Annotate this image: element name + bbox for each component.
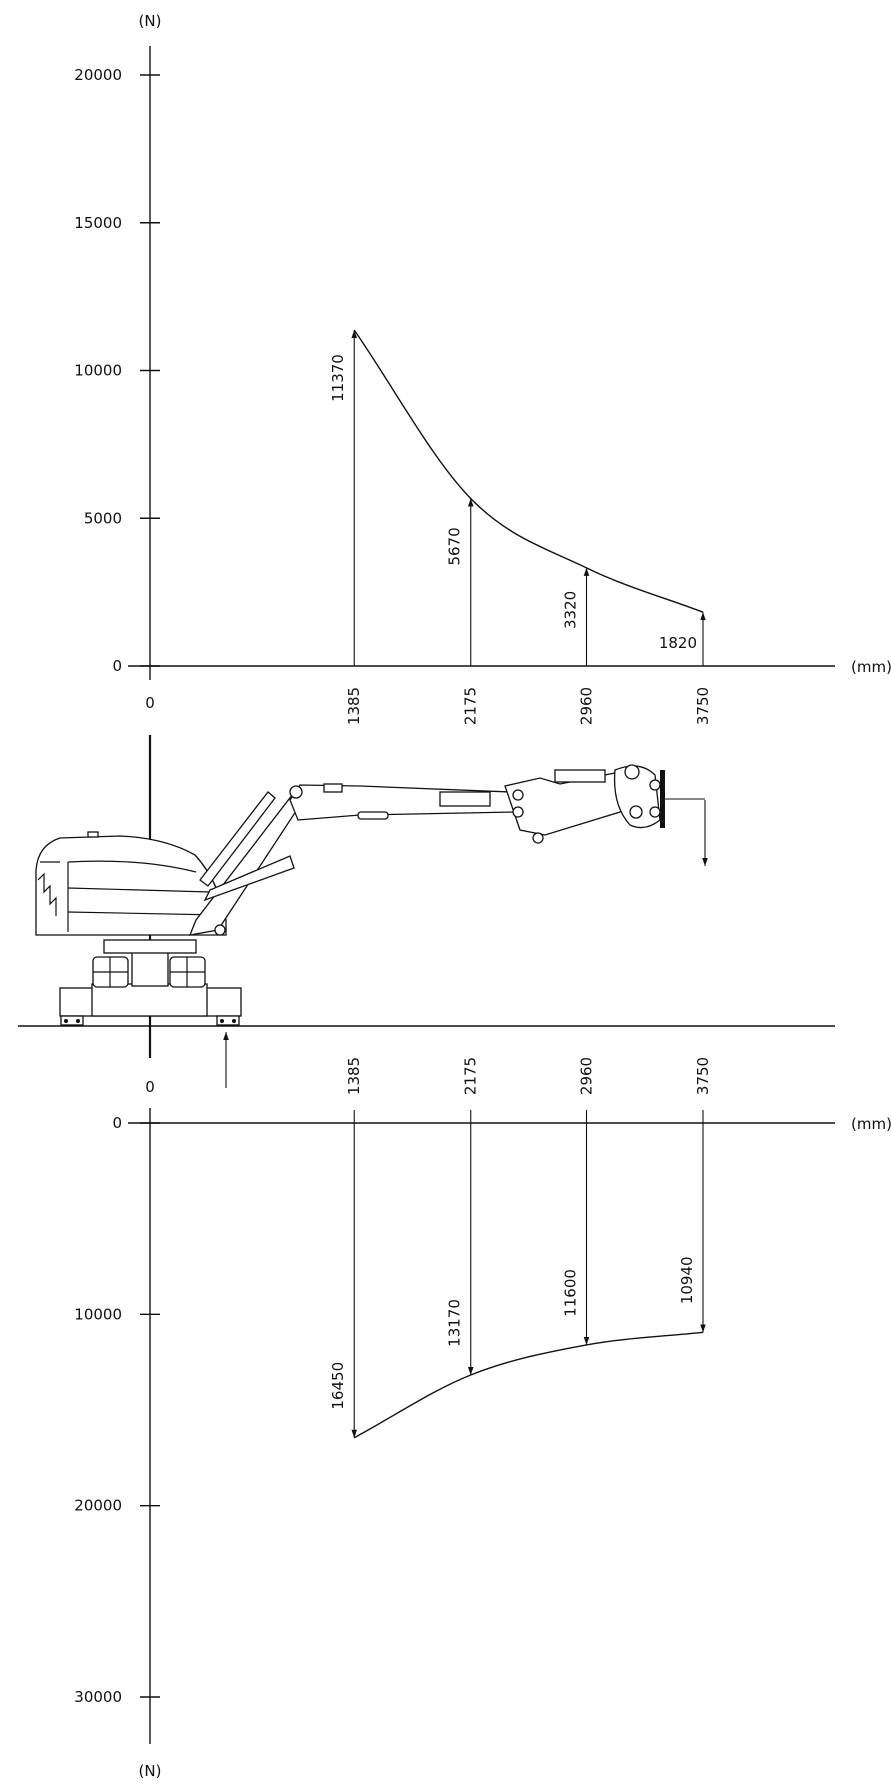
top-chart-marks: 0 5000 10000 15000 20000 1385 2175 2960 3750 1137… [74,66,712,725]
y-tick-label: 10000 [74,1305,122,1323]
undercarriage [59,939,242,1026]
x-tick-label: 2175 [462,687,480,725]
series-curve [353,329,704,613]
tool-cylinder [554,769,606,783]
y-tick-label: 15000 [74,214,122,232]
value-label: 16450 [329,1362,347,1410]
top-chart: (N) (mm) 0 0 5000 10000 15000 20000 1385 2175 2… [74,12,891,725]
arm-cylinder [439,791,491,807]
boom-pivot [289,785,303,799]
y-tick-label: 30000 [74,1688,122,1706]
bottom-x-unit-label: (mm) [851,1115,891,1133]
tool-plate [660,770,665,828]
x-tick-label: 2960 [578,1057,596,1095]
left-outrigger-foot [60,1015,84,1026]
y-tick-label: 5000 [84,509,122,527]
y-tick-label: 20000 [74,1497,122,1515]
top-y-unit-label: (N) [139,12,162,30]
slewing-ring [103,939,197,954]
boom-slot [357,811,389,820]
value-label: 11370 [329,354,347,402]
x-tick-label: 2175 [462,1057,480,1095]
y-tick-label: 0 [112,657,122,675]
x-tick-label: 1385 [345,1057,363,1095]
value-label: 1820 [659,634,697,652]
bottom-chart-marks: 0 10000 20000 30000 1385 2175 2960 3750 16450 131… [74,1057,712,1706]
lift-cylinder [199,791,276,887]
machine-drawing [18,735,835,1088]
slewing-column [131,951,169,987]
boom-arm [188,769,641,936]
x-tick-label: 1385 [345,687,363,725]
boom-bracket [323,783,343,793]
roof-cap [87,831,99,838]
right-outrigger-foot [216,1015,240,1026]
value-label: 10940 [678,1256,696,1304]
bottom-y-unit-label: (N) [139,1762,162,1780]
breaker-head [613,765,661,829]
x-tick-label: 2960 [578,687,596,725]
value-label: 11600 [562,1269,580,1317]
y-tick-label: 20000 [74,66,122,84]
x-tick-label: 3750 [694,687,712,725]
value-label: 3320 [562,591,580,629]
track-frame [91,983,208,1017]
x-tick-label: 3750 [694,1057,712,1095]
top-x-origin-label: 0 [145,694,155,712]
tool-head [613,764,705,829]
base-pivot [214,924,226,936]
value-label: 13170 [446,1299,464,1347]
y-tick-label: 10000 [74,362,122,380]
top-x-unit-label: (mm) [851,658,891,676]
bottom-x-origin-label: 0 [145,1078,155,1096]
machine-body [35,831,227,936]
bottom-chart: (N) (mm) 0 0 10000 20000 30000 1385 2175 2960 3… [74,1057,891,1780]
boom-cylinder [203,855,295,902]
y-tick-label: 0 [112,1114,122,1132]
series-curve [353,1331,704,1439]
value-label: 5670 [446,527,464,565]
